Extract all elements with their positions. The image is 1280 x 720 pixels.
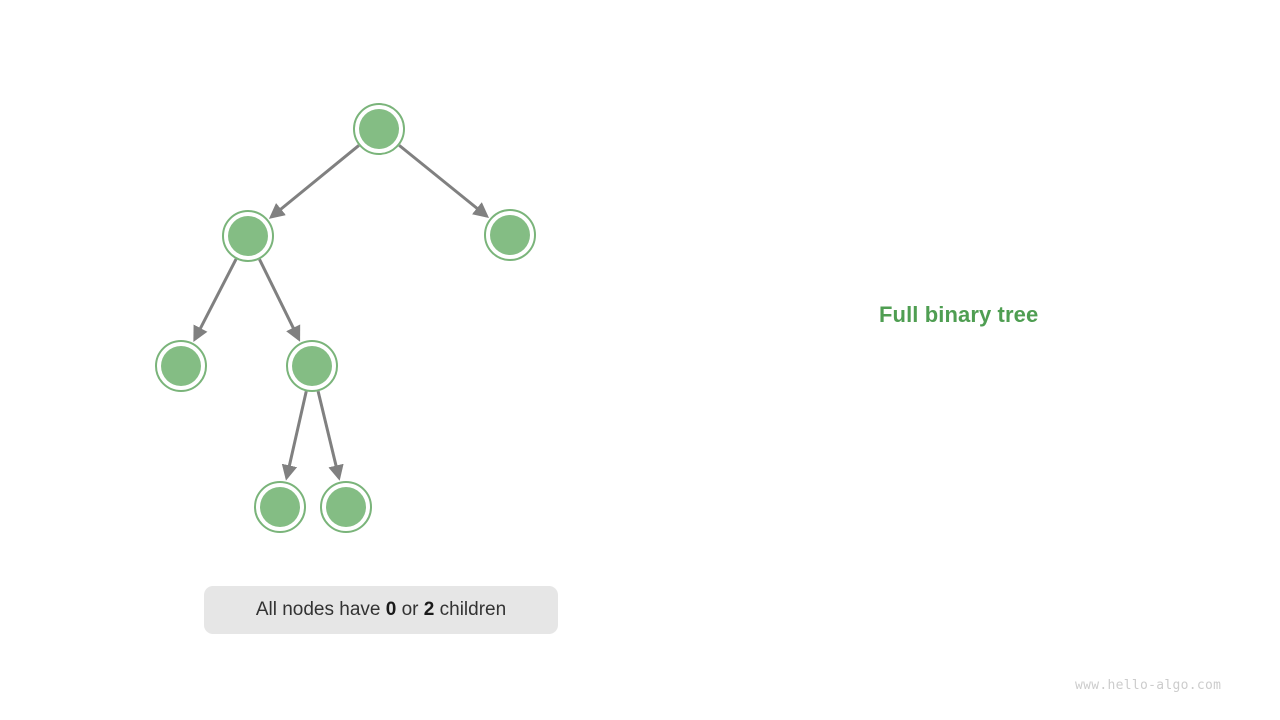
tree-node-fill — [359, 109, 399, 149]
tree-node-outer-ring — [286, 340, 338, 392]
tree-node-outer-ring — [222, 210, 274, 262]
tree-edge — [268, 144, 360, 219]
tree-edge — [281, 391, 308, 481]
edge-layer — [193, 144, 490, 481]
tree-node-gap-ring — [256, 483, 304, 531]
tree-node-fill — [161, 346, 201, 386]
caption-emphasis: 2 — [423, 599, 435, 620]
tree-node-gap-ring — [355, 105, 403, 153]
tree-edge — [316, 390, 344, 481]
tree-node-outer-ring — [254, 481, 306, 533]
tree-node[interactable] — [320, 481, 372, 533]
tree-node-gap-ring — [224, 212, 272, 260]
node-layer — [155, 103, 536, 533]
tree-node-fill — [260, 487, 300, 527]
caption-text: All nodes have 0 or 2 children — [255, 599, 507, 620]
tree-node-fill — [292, 346, 332, 386]
tree-node[interactable] — [155, 340, 207, 392]
tree-node-gap-ring — [322, 483, 370, 531]
tree-node-fill — [326, 487, 366, 527]
page-title: Full binary tree — [879, 302, 1039, 327]
tree-edge — [398, 144, 490, 219]
tree-node-outer-ring — [155, 340, 207, 392]
tree-node-gap-ring — [486, 211, 534, 259]
caption-emphasis: 0 — [385, 599, 397, 620]
tree-node-gap-ring — [288, 342, 336, 390]
tree-edge — [193, 258, 238, 342]
tree-node[interactable] — [286, 340, 338, 392]
watermark-label: www.hello-algo.com — [1075, 678, 1222, 693]
tree-node-gap-ring — [157, 342, 205, 390]
tree-node[interactable] — [353, 103, 405, 155]
tree-node-outer-ring — [484, 209, 536, 261]
tree-node[interactable] — [254, 481, 306, 533]
tree-node-fill — [490, 215, 530, 255]
tree-edge — [258, 258, 301, 342]
caption-badge: All nodes have 0 or 2 children — [204, 586, 558, 634]
tree-node-outer-ring — [320, 481, 372, 533]
tree-node-outer-ring — [353, 103, 405, 155]
tree-node[interactable] — [484, 209, 536, 261]
tree-node-fill — [228, 216, 268, 256]
tree-node[interactable] — [222, 210, 274, 262]
